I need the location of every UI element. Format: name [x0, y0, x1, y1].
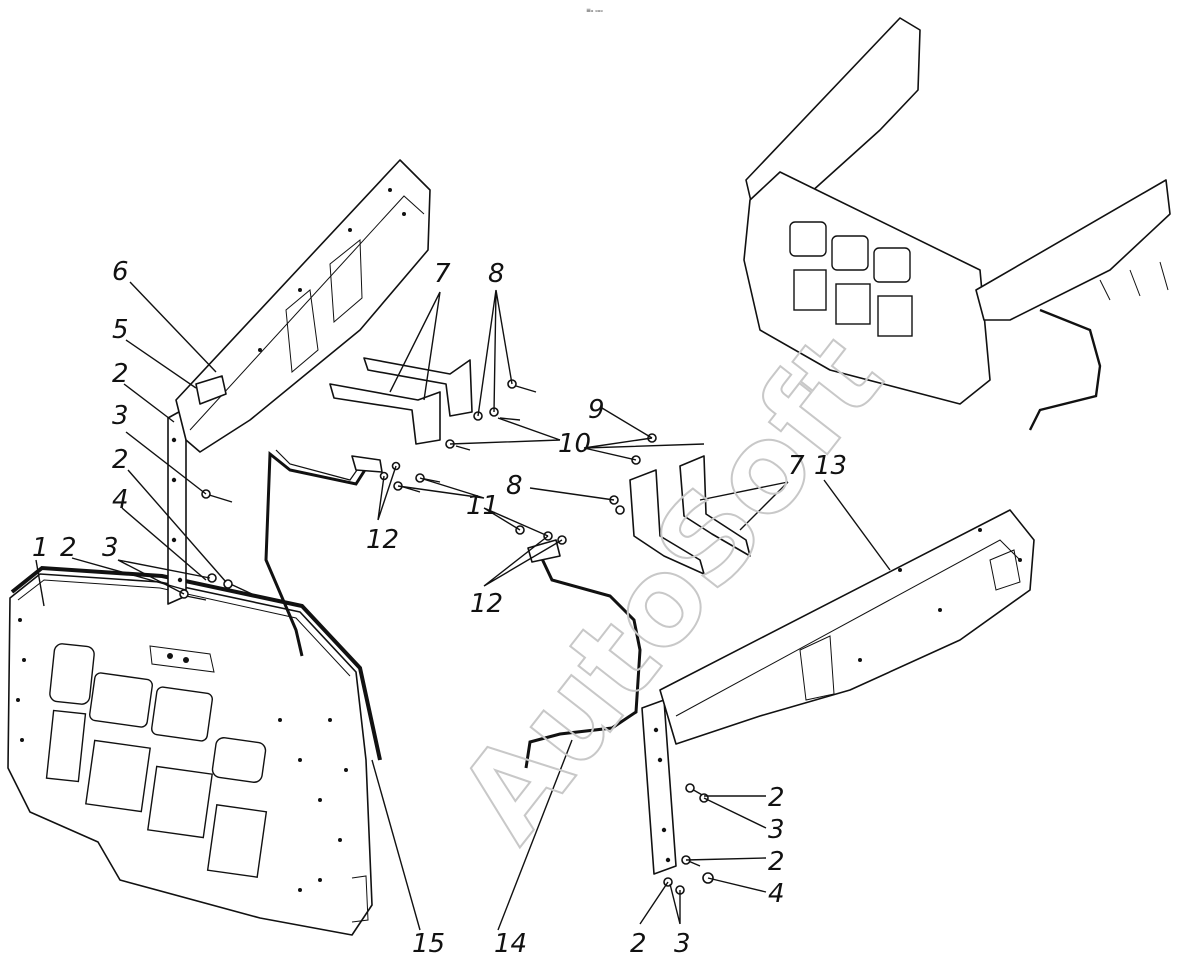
right-side-rail	[641, 509, 1035, 875]
callout-11: 11	[466, 491, 499, 521]
right-brackets	[629, 455, 751, 575]
callout-6: 6	[112, 257, 129, 287]
callout-3: 3	[674, 929, 691, 959]
front-panel	[7, 565, 382, 936]
callout-3: 3	[102, 533, 119, 563]
callout-12: 12	[366, 525, 399, 555]
callout-12: 12	[470, 589, 503, 619]
callout-7: 7	[788, 451, 805, 481]
callout-14: 14	[494, 929, 527, 959]
callout-13: 13	[814, 451, 847, 481]
callout-4: 4	[112, 485, 129, 515]
callout-2: 2	[60, 533, 77, 563]
callout-4: 4	[768, 879, 785, 909]
callout-2: 2	[768, 847, 785, 877]
callout-8: 8	[488, 259, 505, 289]
left-side-rail	[167, 159, 431, 605]
center-brackets	[329, 357, 473, 445]
assembled-view	[743, 17, 1171, 431]
callout-2: 2	[630, 929, 647, 959]
left-support-rod	[264, 449, 383, 657]
callout-9: 9	[588, 395, 605, 425]
callout-labels: 1 2 3 2 4 2 3 5 6 7 8 9 10 8 11 12 12 7 …	[32, 257, 847, 959]
callout-2: 2	[112, 359, 129, 389]
callout-2: 2	[112, 445, 129, 475]
leader-lines	[35, 281, 891, 931]
callout-2: 2	[768, 783, 785, 813]
header-mark: ≡ₒ ₒₒₒ	[586, 7, 603, 14]
callout-1: 1	[32, 533, 49, 563]
callout-3: 3	[768, 815, 785, 845]
watermark: AutoSoft	[433, 310, 910, 866]
callout-5: 5	[112, 315, 129, 345]
callout-3: 3	[112, 401, 129, 431]
callout-15: 15	[412, 929, 445, 959]
callout-8: 8	[506, 471, 523, 501]
callout-7: 7	[434, 259, 451, 289]
callout-10: 10	[558, 429, 591, 459]
